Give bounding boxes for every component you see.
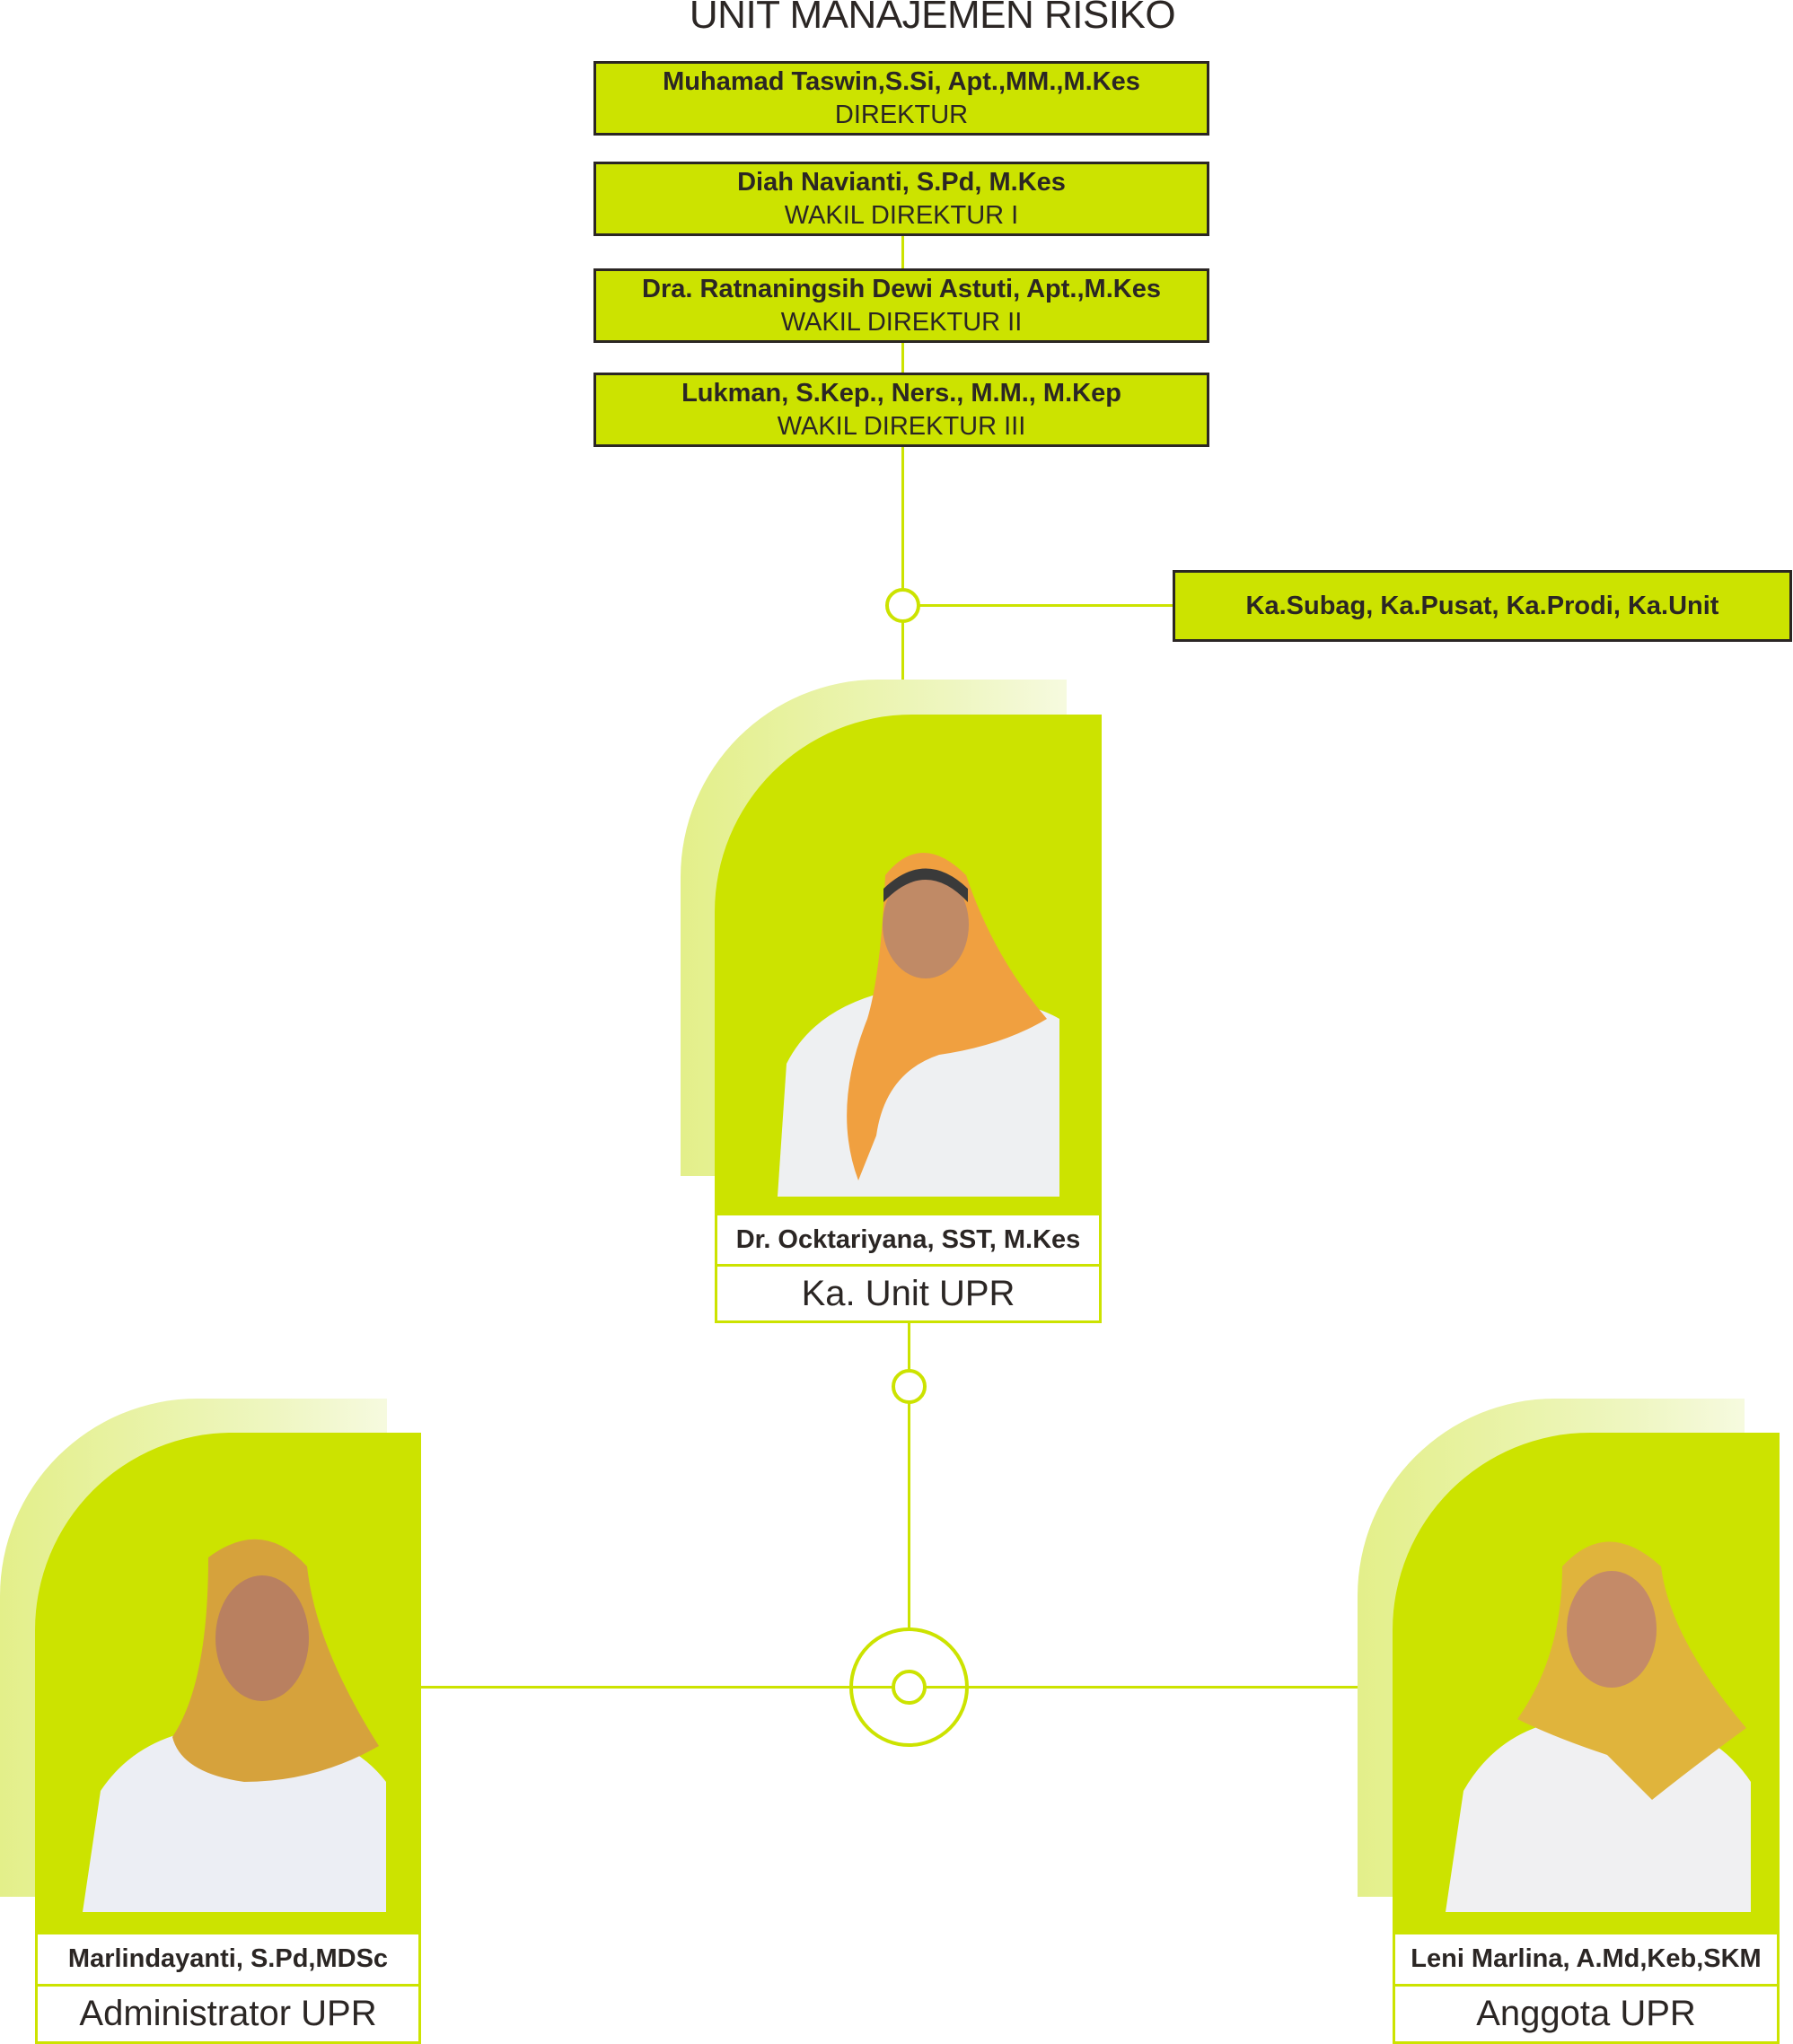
unit-heads-box: Ka.Subag, Ka.Pusat, Ka.Prodi, Ka.Unit — [1173, 570, 1792, 642]
person-name: Muhamad Taswin,S.Si, Apt.,MM.,M.Kes — [663, 67, 1140, 96]
person-role: WAKIL DIREKTUR II — [780, 308, 1023, 337]
vice-director-3-box: Lukman, S.Kep., Ners., M.M., M.Kep WAKIL… — [593, 373, 1209, 447]
vice-director-1-box: Diah Navianti, S.Pd, M.Kes WAKIL DIREKTU… — [593, 162, 1209, 236]
admin-name: Marlindayanti, S.Pd,MDSc — [35, 1932, 421, 1987]
person-name: Dra. Ratnaningsih Dewi Astuti, Apt.,M.Ke… — [642, 275, 1161, 303]
person-name: Diah Navianti, S.Pd, M.Kes — [737, 168, 1066, 197]
director-box: Muhamad Taswin,S.Si, Apt.,MM.,M.Kes DIRE… — [593, 61, 1209, 136]
connector-node — [885, 588, 920, 623]
connector-hub-inner — [892, 1670, 927, 1705]
head-role: Ka. Unit UPR — [715, 1267, 1102, 1323]
connector-line — [908, 1323, 910, 1628]
person-role: WAKIL DIREKTUR I — [784, 201, 1019, 230]
connector-line — [902, 604, 1173, 607]
admin-photo — [83, 1539, 386, 1912]
person-name: Lukman, S.Kep., Ners., M.M., M.Kep — [681, 379, 1121, 408]
connector-line — [901, 236, 904, 715]
member-photo — [1446, 1541, 1751, 1912]
person-role: WAKIL DIREKTUR III — [777, 412, 1026, 441]
vice-director-2-box: Dra. Ratnaningsih Dewi Astuti, Apt.,M.Ke… — [593, 268, 1209, 343]
head-photo — [778, 853, 1059, 1197]
person-role: DIREKTUR — [834, 101, 969, 129]
admin-role: Administrator UPR — [35, 1987, 421, 2044]
member-role: Anggota UPR — [1393, 1987, 1780, 2044]
chart-title: UNIT MANAJEMEN RISIKO — [689, 0, 1176, 37]
head-name: Dr. Ocktariyana, SST, M.Kes — [715, 1213, 1102, 1267]
connector-node — [892, 1369, 927, 1404]
member-name: Leni Marlina, A.Md,Keb,SKM — [1393, 1932, 1780, 1987]
